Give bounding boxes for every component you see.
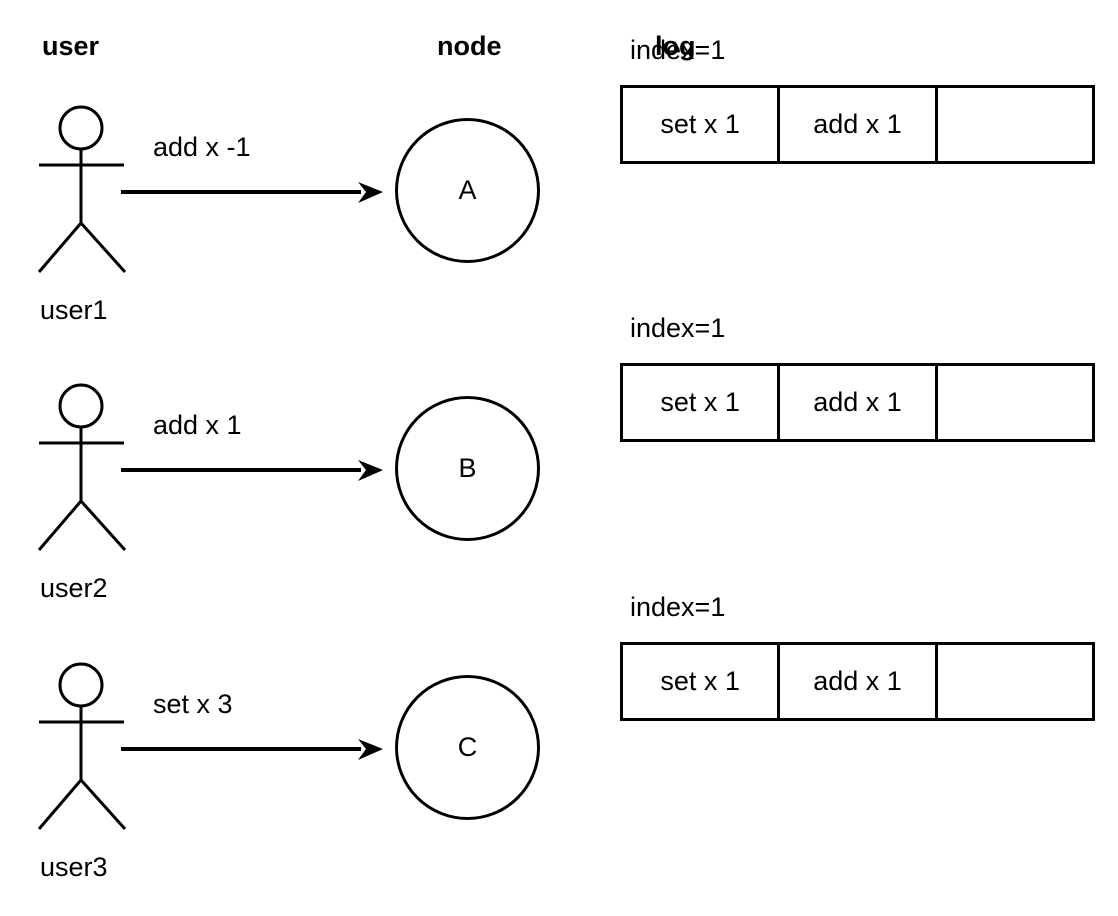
node-circle: B [395, 396, 540, 541]
log-entry-cell: set x 1 [623, 645, 781, 718]
diagram-row: user3 set x 3 C index=1 set x 1 add x 1 [0, 594, 1118, 916]
log-entry-cell [938, 88, 1092, 161]
log-index-label: index=1 [630, 592, 726, 622]
stick-figure-icon [30, 662, 140, 852]
actor-label: user3 [40, 852, 108, 882]
node-letter: B [458, 453, 477, 483]
log-entry-cell: add x 1 [780, 645, 938, 718]
node-circle: C [395, 675, 540, 820]
log-table: set x 1 add x 1 [620, 642, 1095, 721]
log-entry-cell: set x 1 [623, 88, 781, 161]
stick-figure-icon [30, 383, 140, 573]
log-table: set x 1 add x 1 [620, 85, 1095, 164]
arrow-right-icon [118, 458, 383, 482]
arrow-right-icon [118, 737, 383, 761]
log-entry-cell: add x 1 [780, 88, 938, 161]
actor-label: user1 [40, 295, 108, 325]
log-table: set x 1 add x 1 [620, 363, 1095, 442]
column-header-log: log [655, 31, 696, 61]
message-label: add x 1 [153, 410, 242, 440]
diagram-row: user2 add x 1 B index=1 set x 1 add x 1 [0, 315, 1118, 661]
log-index-label: index=1 [630, 313, 726, 343]
message-label: set x 3 [153, 689, 233, 719]
diagram-row: user1 add x -1 A index=1 set x 1 add x 1 [0, 37, 1118, 383]
actor-label: user2 [40, 573, 108, 603]
node-letter: C [457, 732, 478, 762]
log-entry-cell: add x 1 [780, 366, 938, 439]
stick-figure-icon [30, 105, 140, 295]
column-header-node: node [437, 31, 502, 61]
log-entry-cell [938, 366, 1092, 439]
column-header-user: user [42, 31, 100, 61]
node-circle: A [395, 118, 540, 263]
log-entry-cell: set x 1 [623, 366, 781, 439]
node-letter: A [458, 175, 477, 205]
arrow-right-icon [118, 180, 383, 204]
log-index-label: index=1 [630, 35, 726, 65]
log-entry-cell [938, 645, 1092, 718]
message-label: add x -1 [153, 132, 251, 162]
